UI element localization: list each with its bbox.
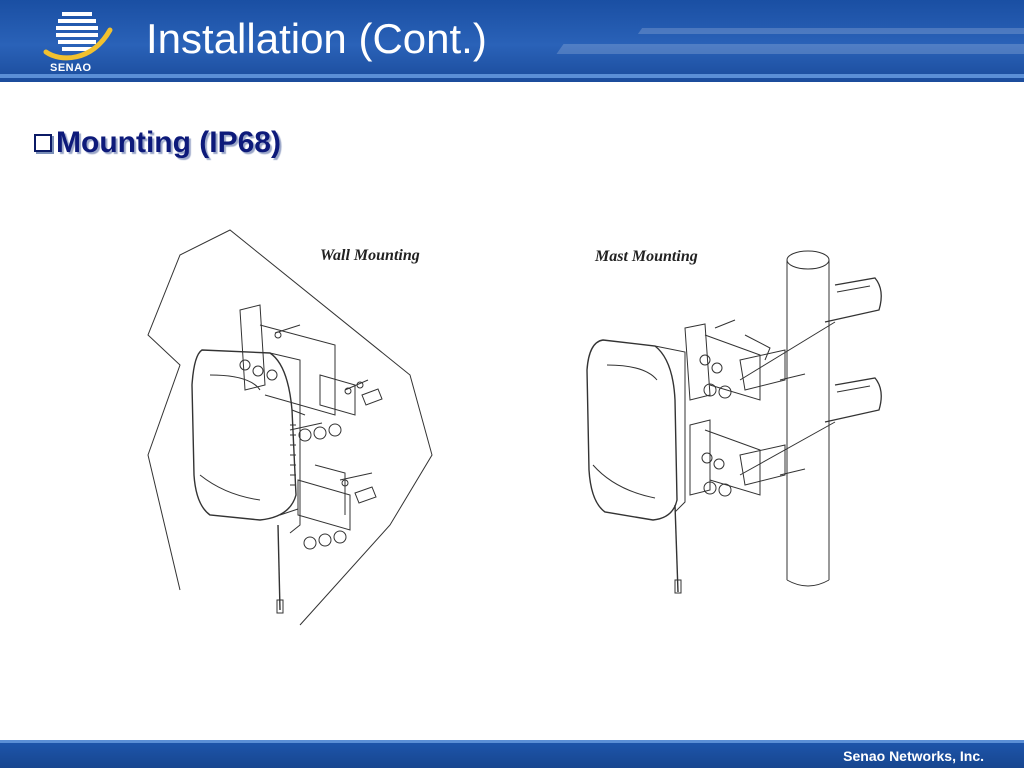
wall-mounting-figure: Wall Mounting [140, 225, 450, 630]
footer-company: Senao Networks, Inc. [843, 748, 984, 764]
mast-mounting-figure: Mast Mounting [585, 240, 895, 605]
header-divider [0, 74, 1024, 78]
mast-mounting-drawing [586, 250, 882, 594]
slide-footer: Senao Networks, Inc. [0, 740, 1024, 768]
wall-mounting-label: Wall Mounting [320, 247, 420, 264]
slide-header: SENAO Installation (Cont.) [0, 0, 1024, 82]
mast-mounting-label: Mast Mounting [595, 248, 698, 265]
wall-mounting-drawing [147, 229, 433, 626]
checkbox-icon [34, 134, 52, 152]
slide-title: Installation (Cont.) [146, 15, 487, 62]
bullet-text: Mounting (IP68) [56, 126, 281, 159]
header-stripe [556, 44, 1024, 54]
senao-logo-icon [43, 12, 113, 61]
logo-text: SENAO [50, 62, 92, 74]
header-stripe [637, 28, 1024, 34]
footer-divider [0, 740, 1024, 743]
bullet-item: Mounting (IP68) [34, 126, 281, 160]
